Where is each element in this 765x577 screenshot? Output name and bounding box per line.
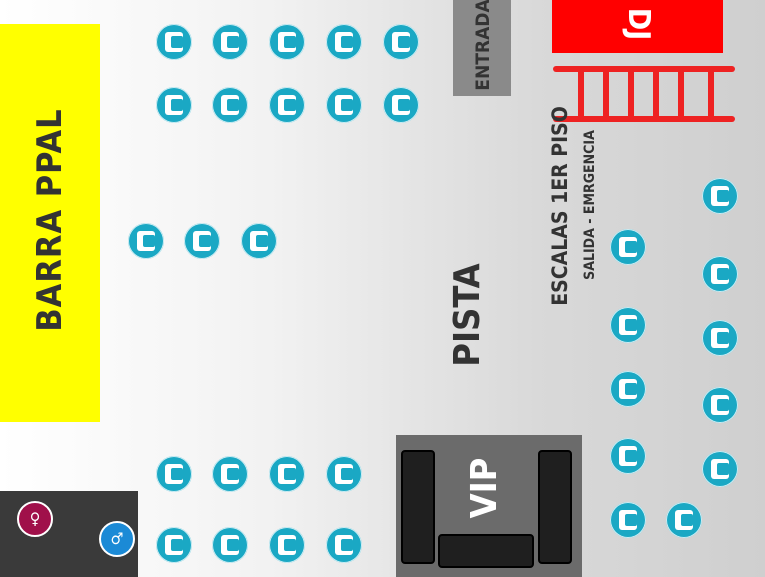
table-icon <box>326 24 362 60</box>
men-restroom-icon: ♂ <box>99 521 135 557</box>
stairs-step <box>653 68 659 122</box>
table-icon <box>212 527 248 563</box>
sofa-icon <box>438 534 534 568</box>
women-restroom-icon: ♀ <box>17 501 53 537</box>
table-icon <box>610 307 646 343</box>
table-icon <box>326 456 362 492</box>
table-icon <box>610 229 646 265</box>
table-icon <box>610 502 646 538</box>
table-icon <box>610 438 646 474</box>
main-bar <box>0 24 100 422</box>
table-icon <box>156 456 192 492</box>
vip-label: VIP <box>464 457 505 519</box>
stairs-step <box>578 68 584 122</box>
table-icon <box>702 320 738 356</box>
dance-floor-label: PISTA <box>447 263 488 367</box>
table-icon <box>269 87 305 123</box>
dj-booth <box>552 0 723 53</box>
table-icon <box>156 87 192 123</box>
sofa-icon <box>401 450 435 564</box>
table-icon <box>269 456 305 492</box>
table-icon <box>156 527 192 563</box>
stairs-step <box>603 68 609 122</box>
table-icon <box>269 24 305 60</box>
emergency-exit-label: SALIDA - EMRGENCIA <box>582 130 598 280</box>
stairs-step <box>708 68 714 122</box>
table-icon <box>156 24 192 60</box>
table-icon <box>702 178 738 214</box>
table-icon <box>383 87 419 123</box>
stairs-label: ESCALAS 1ER PISO <box>548 106 572 306</box>
table-icon <box>212 456 248 492</box>
entrance-area <box>453 0 511 96</box>
table-icon <box>666 502 702 538</box>
table-icon <box>702 256 738 292</box>
table-icon <box>702 451 738 487</box>
table-icon <box>128 223 164 259</box>
table-icon <box>326 527 362 563</box>
sofa-icon <box>538 450 572 564</box>
table-icon <box>269 527 305 563</box>
table-icon <box>184 223 220 259</box>
table-icon <box>212 87 248 123</box>
dj-label: DJ <box>621 7 656 41</box>
entrance-label: ENTRADA <box>472 0 494 91</box>
table-icon <box>241 223 277 259</box>
table-icon <box>610 371 646 407</box>
stairs-rail-top <box>553 66 735 72</box>
table-icon <box>702 387 738 423</box>
stairs-step <box>628 68 634 122</box>
stairs-step <box>678 68 684 122</box>
main-bar-label: BARRA PPAL <box>30 108 70 332</box>
table-icon <box>383 24 419 60</box>
table-icon <box>212 24 248 60</box>
stairs-rail-bottom <box>553 116 735 122</box>
table-icon <box>326 87 362 123</box>
